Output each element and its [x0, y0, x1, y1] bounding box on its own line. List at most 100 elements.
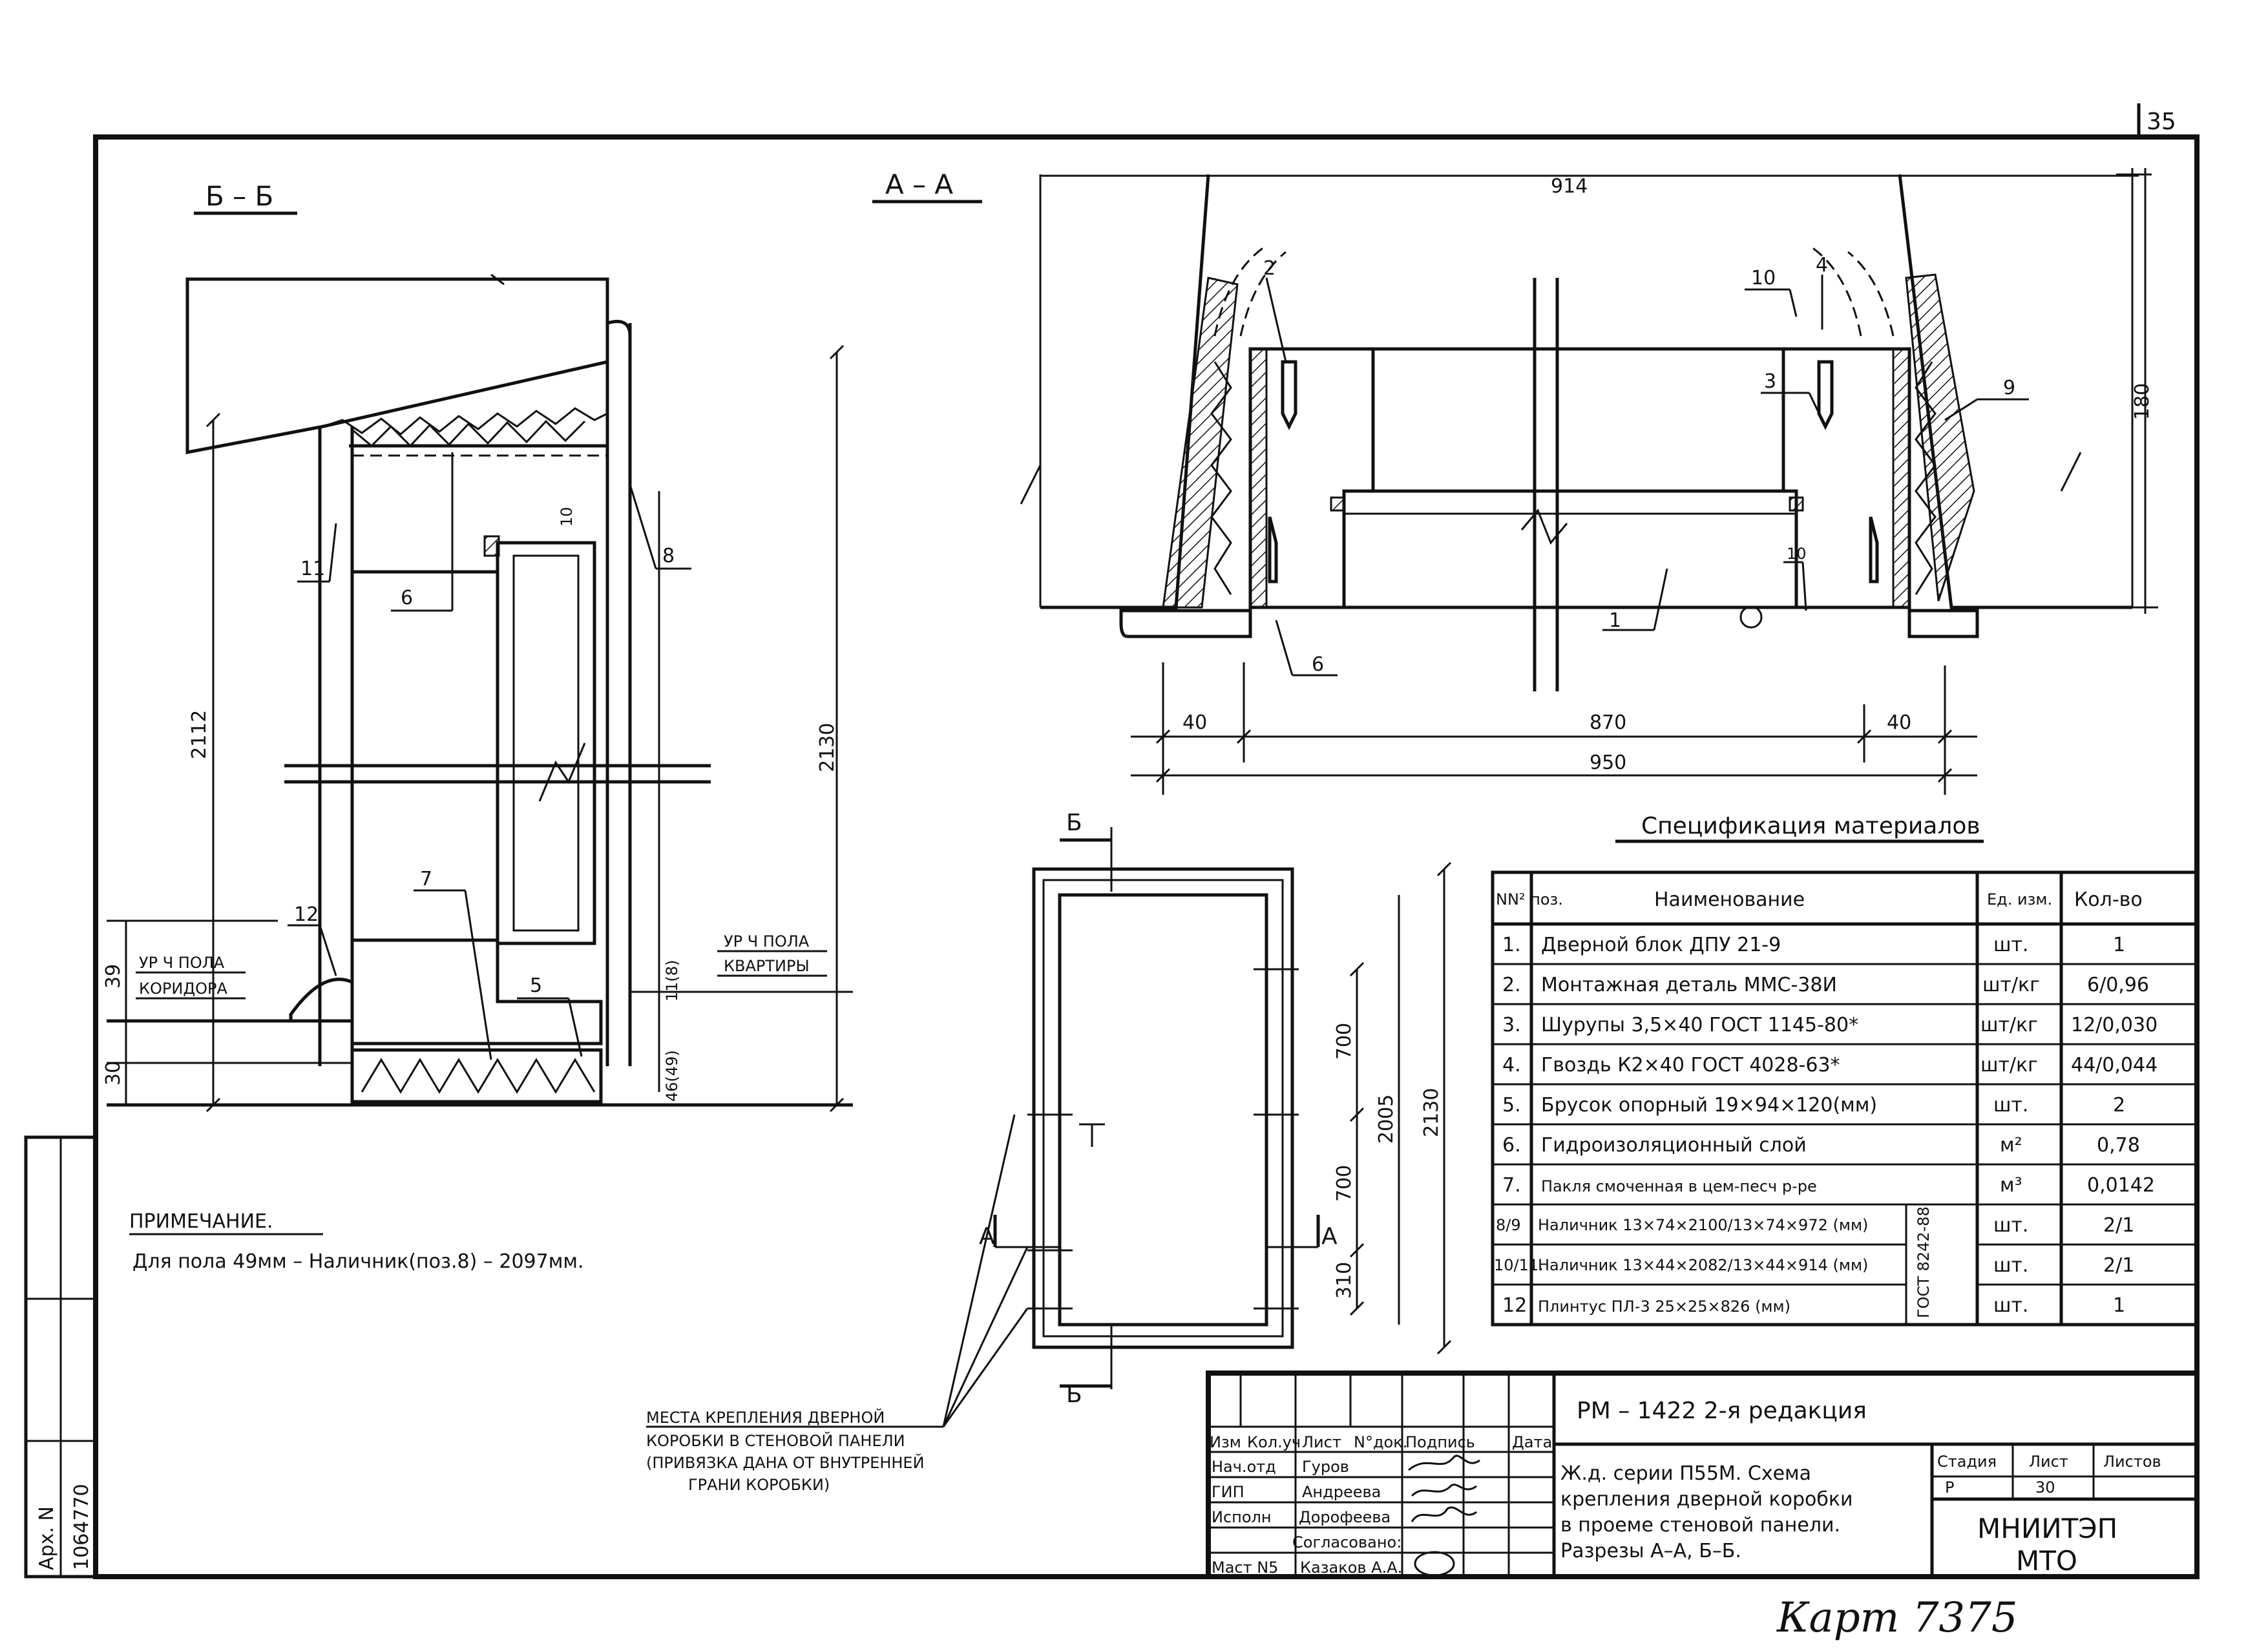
signature-1 [1408, 1455, 1480, 1471]
tb-role-3: Исполн [1212, 1508, 1272, 1526]
tb-org-2: МТО [2016, 1545, 2077, 1577]
apartment-level-line1: УР Ч ПОЛА [724, 932, 810, 951]
spec-row-8-name: Наличник 13×74×2100/13×74×972 (мм) [1538, 1216, 1868, 1234]
spec-row-5-qty: 2 [2113, 1094, 2125, 1117]
spec-row-6-qty: 0,78 [2097, 1134, 2140, 1157]
signature-3 [1411, 1506, 1477, 1522]
callout-11: 11 [300, 558, 325, 580]
tb-sheet: 30 [2035, 1478, 2055, 1497]
dim-2130-elevation: 2130 [1420, 1088, 1443, 1137]
spec-row-7-name: Пакля смоченная в цем-песч р-ре [1541, 1177, 1817, 1195]
tb-desc-4: Разрезы А–А, Б–Б. [1560, 1540, 1741, 1562]
note-title: ПРИМЕЧАНИЕ. [129, 1210, 273, 1233]
spec-row-4-unit: шт/кг [1980, 1054, 2038, 1077]
fastening-note-line4: ГРАНИ КОРОБКИ) [688, 1476, 830, 1494]
handwritten-note: Карт 7375 [1776, 1594, 2018, 1642]
cut-a-right: А [1321, 1223, 1338, 1250]
dim-46-49: 46(49) [663, 1050, 681, 1102]
spec-row-8-unit: шт. [1993, 1214, 2028, 1237]
spec-header-name: Наименование [1654, 888, 1805, 911]
spec-row-1-unit: шт. [1993, 934, 2028, 956]
spec-row-1-qty: 1 [2113, 934, 2125, 956]
tb-head-doc: N°док. [1354, 1433, 1407, 1451]
dim-11-8: 11(8) [663, 960, 681, 1002]
dim-2005: 2005 [1375, 1095, 1398, 1144]
archive-number: 1064770 [70, 1484, 93, 1570]
apartment-level-line2: КВАРТИРЫ [724, 957, 810, 975]
tb-desc-3: в проеме стеновой панели. [1560, 1514, 1840, 1537]
sheet-frame [93, 134, 2200, 1579]
spec-row-9-pos: 10/11. [1494, 1256, 1544, 1274]
callout-7: 9 [2003, 377, 2015, 399]
callout-2: 2 [1263, 257, 1276, 280]
spec-row-6-name: Гидроизоляционный слой [1541, 1134, 1807, 1157]
spec-table: Спецификация материалов NN² поз. Наимено… [1491, 813, 2199, 1327]
callout-4: 4 [1816, 254, 1828, 277]
spec-row-1-pos: 1. [1502, 934, 1521, 956]
fastening-note-line2: КОРОБКИ В СТЕНОВОЙ ПАНЕЛИ [646, 1431, 905, 1450]
dim-180: 180 [2131, 383, 2154, 420]
spec-row-3-pos: 3. [1502, 1014, 1521, 1036]
spec-row-5-unit: шт. [1993, 1094, 2028, 1117]
spec-row-4-name: Гвоздь К2×40 ГОСТ 4028-63* [1541, 1054, 1840, 1077]
corridor-level-line1: УР Ч ПОЛА [139, 954, 225, 972]
spec-row-4-qty: 44/0,044 [2071, 1054, 2158, 1077]
note-text: Для пола 49мм – Наличник(поз.8) – 2097мм… [132, 1250, 584, 1273]
spec-row-4-pos: 4. [1502, 1054, 1521, 1077]
tb-agreed: Согласовано: [1292, 1533, 1402, 1551]
callout-12: 12 [294, 903, 319, 926]
callout-5: 5 [530, 974, 542, 997]
spec-row-5-name: Брусок опорный 19×94×120(мм) [1541, 1094, 1877, 1117]
tb-name-2: Андреева [1302, 1483, 1381, 1501]
tb-head-kol: Кол.уч [1247, 1433, 1301, 1451]
spec-row-3-name: Шурупы 3,5×40 ГОСТ 1145-80* [1541, 1014, 1858, 1036]
spec-row-1-name: Дверной блок ДПУ 21-9 [1541, 934, 1781, 956]
callout-6-upper: 6 [401, 587, 413, 609]
dim-2130: 2130 [816, 723, 839, 772]
spec-row-10-pos: 12 [1502, 1294, 1527, 1317]
dim-10: 10 [558, 507, 576, 527]
archive-label: Арх. N [36, 1506, 58, 1570]
spec-header-pos: NN² поз. [1496, 890, 1563, 909]
spec-header-unit: Ед. изм. [1987, 890, 2052, 909]
section-aa-drawing: А – А 914 180 [872, 168, 2158, 795]
callout-10-lower: 10 [1787, 545, 1807, 563]
dim-914: 914 [1551, 175, 1588, 198]
tb-head-sign: Подпись [1405, 1433, 1475, 1451]
spec-row-7-pos: 7. [1502, 1174, 1521, 1197]
tb-sheets-label: Листов [2103, 1453, 2161, 1471]
tb-role-2: ГИП [1212, 1483, 1244, 1501]
dim-700-upper: 700 [1333, 1023, 1356, 1060]
callout-6-lower: 7 [420, 868, 432, 890]
dim-40-right: 40 [1887, 711, 1911, 734]
spec-row-7-unit: м³ [2000, 1174, 2022, 1197]
tb-desc-1: Ж.д. серии П55М. Схема [1560, 1462, 1811, 1485]
tb-sheet-label: Лист [2029, 1453, 2068, 1471]
tb-stage-label: Стадия [1937, 1453, 1997, 1471]
spec-row-3-qty: 12/0,030 [2071, 1014, 2158, 1036]
dim-870: 870 [1590, 711, 1626, 734]
spec-row-6-pos: 6. [1502, 1134, 1521, 1157]
signature-4 [1414, 1551, 1455, 1577]
section-bb-label: Б – Б [205, 180, 273, 212]
dim-39: 39 [102, 964, 125, 989]
signature-2 [1411, 1484, 1477, 1497]
tb-desc-2: крепления дверной коробки [1560, 1488, 1853, 1511]
spec-row-5-pos: 5. [1502, 1094, 1521, 1117]
tb-org-1: МНИИТЭП [1977, 1513, 2117, 1544]
callout-8: 6 [1312, 653, 1324, 676]
dim-950: 950 [1590, 751, 1626, 774]
tb-head-date: Дата [1512, 1433, 1552, 1451]
tb-role-4: Маст N5 [1212, 1559, 1278, 1577]
tb-name-4: Казаков А.А. [1300, 1559, 1402, 1577]
spec-row-7-qty: 0,0142 [2087, 1174, 2155, 1197]
dim-30: 30 [102, 1061, 125, 1086]
spec-row-10-qty: 1 [2113, 1294, 2125, 1317]
tb-name-3: Дорофеева [1299, 1508, 1391, 1526]
dim-700-lower: 700 [1333, 1165, 1356, 1202]
callout-10-upper: 10 [1751, 267, 1776, 289]
door-elevation: Б Б А А 700 700 310 20 [979, 810, 1452, 1408]
callout-9: 8 [662, 545, 675, 567]
spec-row-3-unit: шт/кг [1980, 1014, 2038, 1036]
